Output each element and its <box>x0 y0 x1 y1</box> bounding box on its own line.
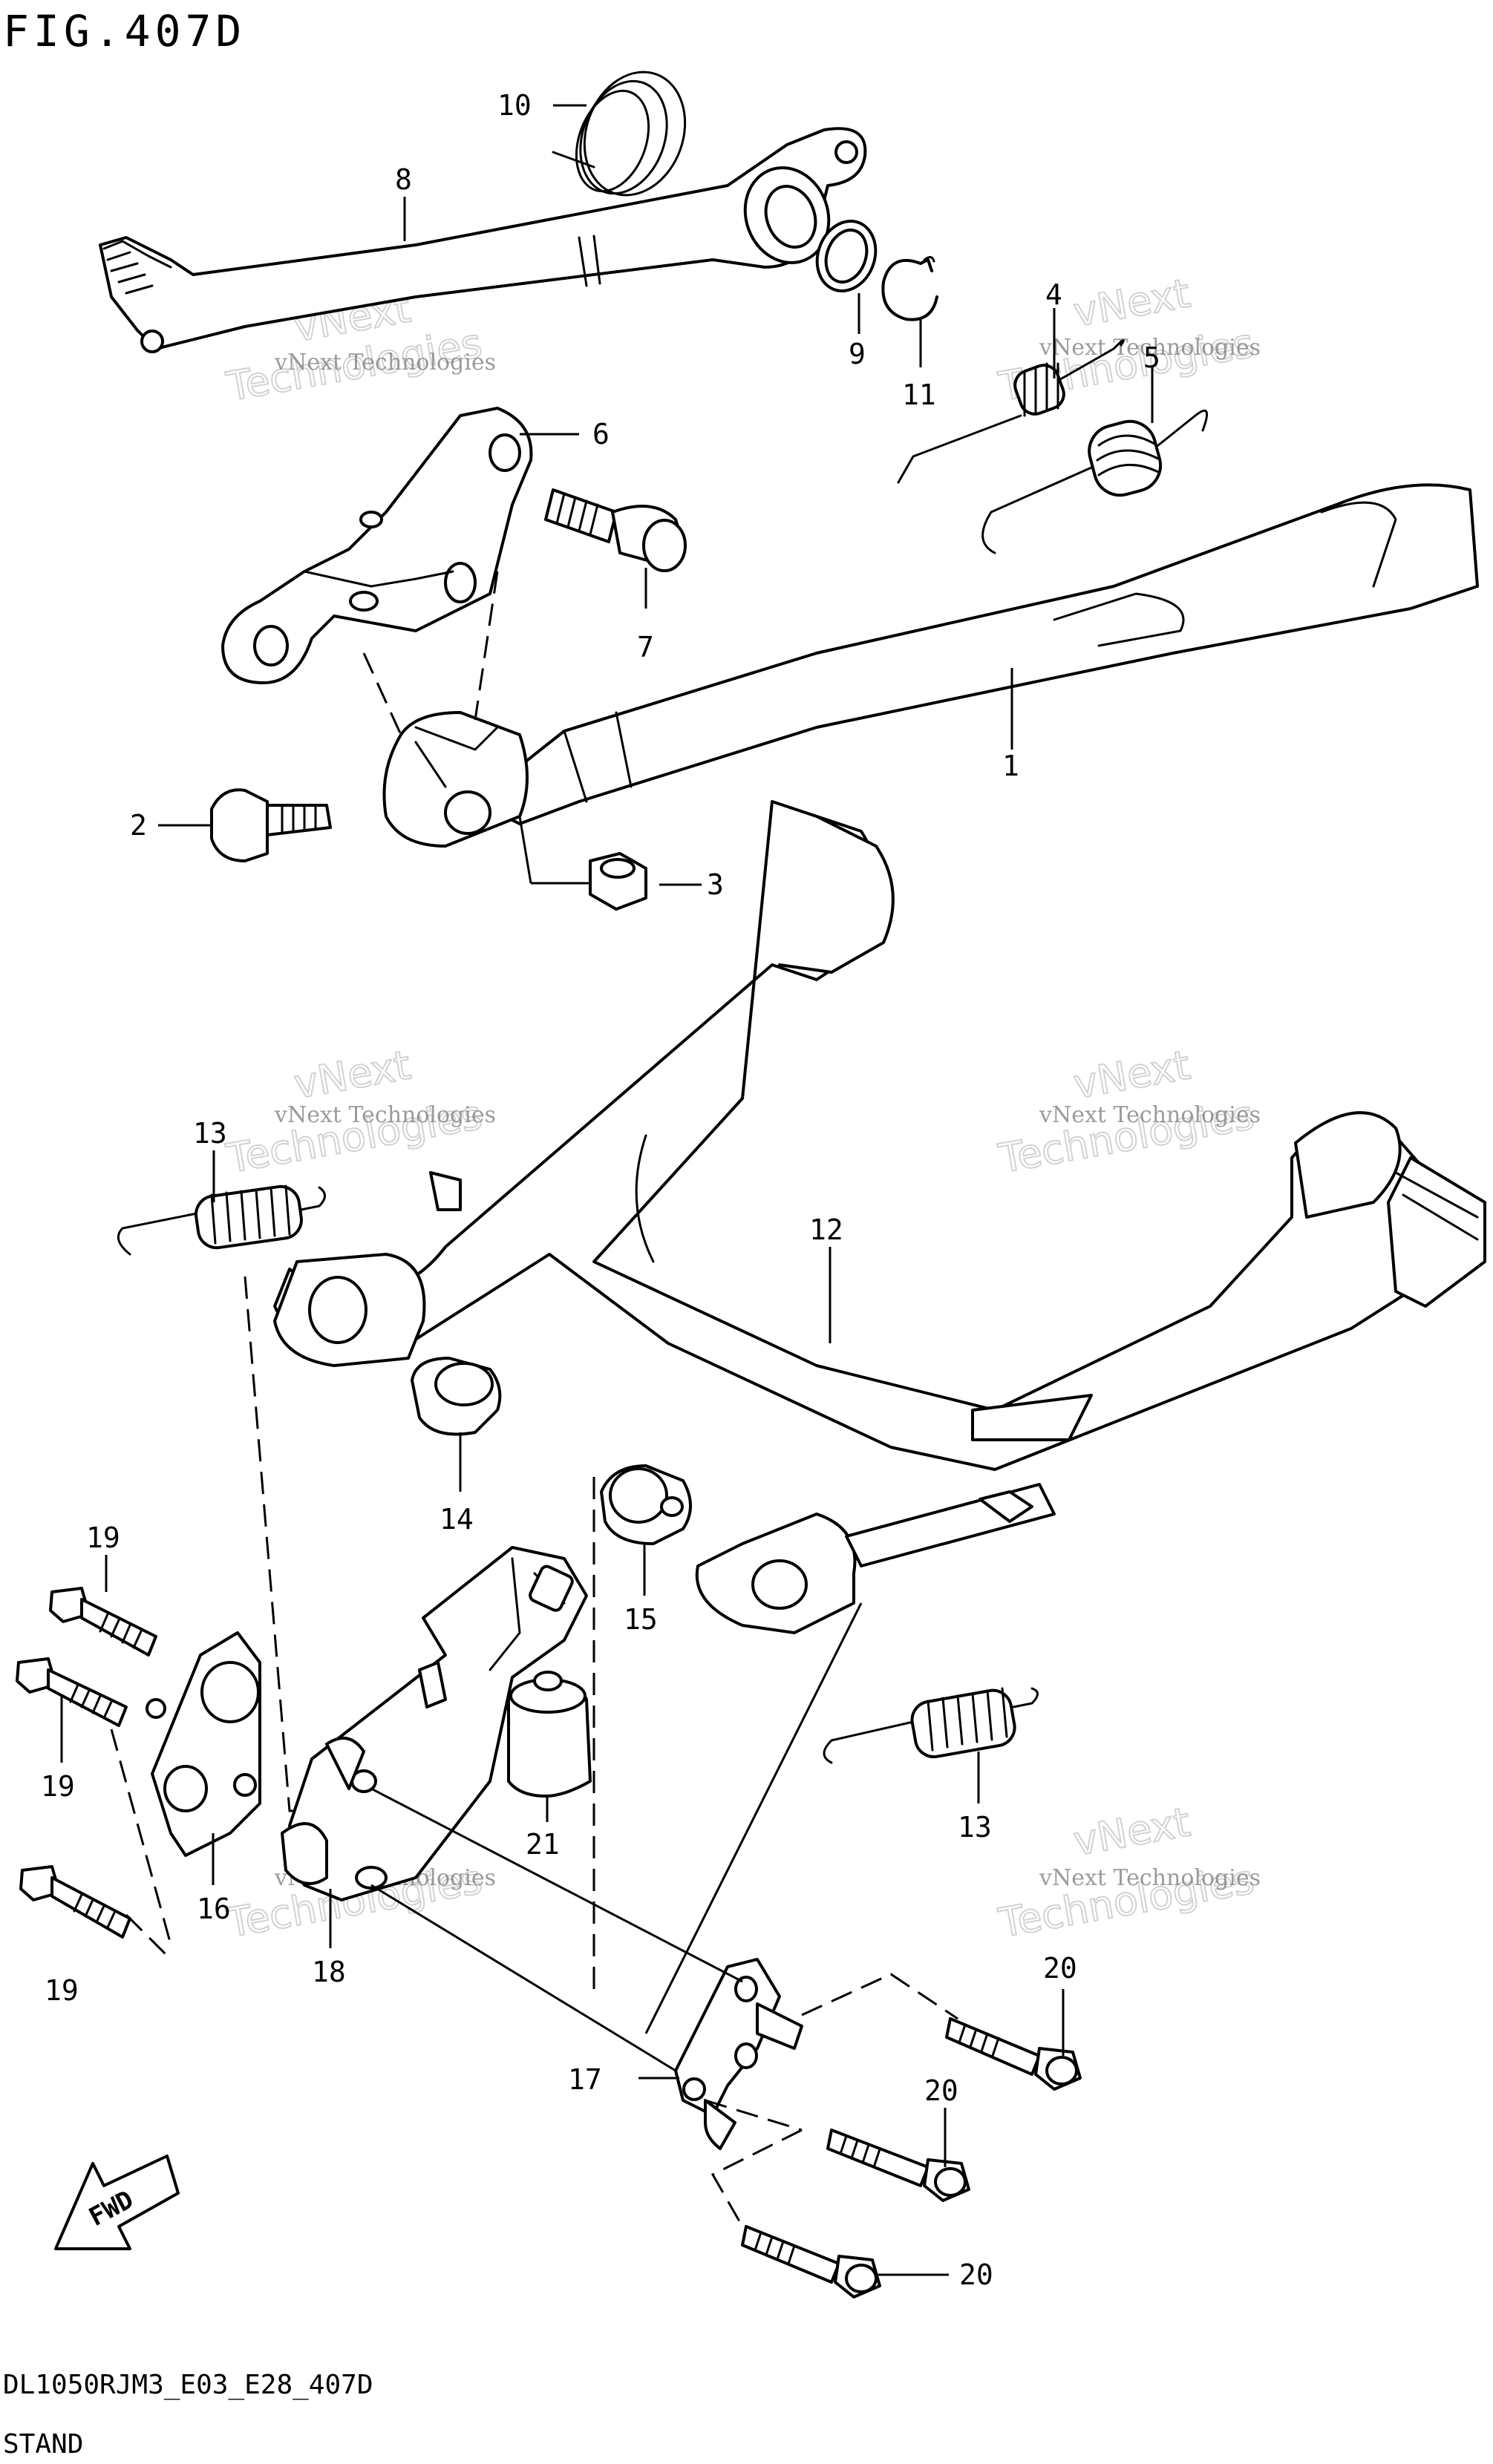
figure-code: DL1050RJM3_E03_E28_407D <box>3 2370 373 2400</box>
part-19-bolt-bottom <box>19 1865 131 1939</box>
callouts: 10 8 9 11 4 5 6 7 1 2 3 12 13 14 15 19 1… <box>41 89 1160 2291</box>
callout-5: 5 <box>1143 341 1160 374</box>
fwd-arrow-icon: FWD <box>54 2155 180 2250</box>
callout-15: 15 <box>624 1603 658 1636</box>
callout-16: 16 <box>197 1893 231 1925</box>
callout-14: 14 <box>440 1503 474 1536</box>
figure-title: FIG.407D <box>3 6 246 56</box>
watermark-3: vNext Technologies vNext Technologies <box>222 1041 496 1183</box>
part-13-spring-upper <box>117 1185 326 1256</box>
callout-3: 3 <box>707 868 724 901</box>
part-6-bracket <box>221 407 533 684</box>
callout-6: 6 <box>592 418 610 450</box>
part-11-circlip <box>881 256 938 321</box>
callout-19-top: 19 <box>86 1521 120 1554</box>
callout-2: 2 <box>130 809 147 842</box>
part-10-spring <box>552 71 687 197</box>
svg-text:vNext: vNext <box>1070 1798 1193 1864</box>
watermark-4: vNext Technologies vNext Technologies <box>994 1041 1261 1183</box>
svg-text:vNext Technologies: vNext Technologies <box>1039 335 1261 361</box>
callout-17: 17 <box>568 2063 602 2096</box>
part-9-washer <box>815 220 878 292</box>
part-13-spring-lower <box>823 1687 1039 1764</box>
watermark-6: vNext Technologies vNext Technologies <box>994 1798 1261 1947</box>
callout-13-lower: 13 <box>958 1811 992 1844</box>
part-16-plate <box>151 1631 261 1857</box>
part-4-spring <box>897 339 1125 484</box>
callout-20-middle: 20 <box>924 2074 958 2107</box>
callout-8: 8 <box>395 163 412 196</box>
leader-lines <box>60 104 1154 2276</box>
part-19-bolt-middle <box>16 1657 166 1727</box>
svg-text:vNext: vNext <box>1070 1041 1193 1107</box>
callout-20-upper: 20 <box>1043 1952 1077 1985</box>
part-20-bolt-lower <box>741 2225 881 2298</box>
callout-4: 4 <box>1045 278 1062 311</box>
svg-text:vNext Technologies: vNext Technologies <box>274 1102 496 1128</box>
callout-19-bottom: 19 <box>45 1974 79 2007</box>
part-20-bolt-middle <box>826 2129 970 2202</box>
callout-10: 10 <box>497 89 532 122</box>
part-8-brake-pedal <box>99 127 867 353</box>
callout-13-upper: 13 <box>193 1117 227 1150</box>
callout-12: 12 <box>809 1213 843 1246</box>
part-21-rubber <box>507 1671 592 1798</box>
part-1-side-stand <box>382 483 1479 848</box>
section-name: STAND <box>3 2429 83 2460</box>
part-2-bolt <box>210 788 332 862</box>
callout-1: 1 <box>1002 750 1019 782</box>
callout-20-lower: 20 <box>959 2258 993 2291</box>
svg-text:vNext: vNext <box>1070 269 1193 335</box>
callout-7: 7 <box>637 631 654 663</box>
part-12-center-stand <box>273 800 1486 1634</box>
svg-text:vNext: vNext <box>290 1041 414 1107</box>
part-7-bolt <box>544 488 687 572</box>
part-20-bolt-upper <box>945 2017 1082 2091</box>
callout-11: 11 <box>902 379 936 411</box>
part-14-collar <box>411 1357 502 1436</box>
svg-text:vNext Technologies: vNext Technologies <box>1039 1102 1261 1128</box>
part-18-bracket <box>281 1546 588 1901</box>
svg-text:vNext Technologies: vNext Technologies <box>1039 1865 1261 1891</box>
callout-9: 9 <box>849 338 866 370</box>
callout-21: 21 <box>526 1828 560 1861</box>
part-3-nut <box>518 816 647 911</box>
part-17-plate <box>674 1958 803 2150</box>
svg-text:vNext Technologies: vNext Technologies <box>274 350 496 376</box>
callout-19-middle: 19 <box>41 1770 75 1803</box>
part-19-bolt-top <box>49 1587 157 1657</box>
part-5-spring <box>981 409 1209 554</box>
callout-18: 18 <box>312 1956 346 1988</box>
part-15-collar <box>600 1464 692 1545</box>
